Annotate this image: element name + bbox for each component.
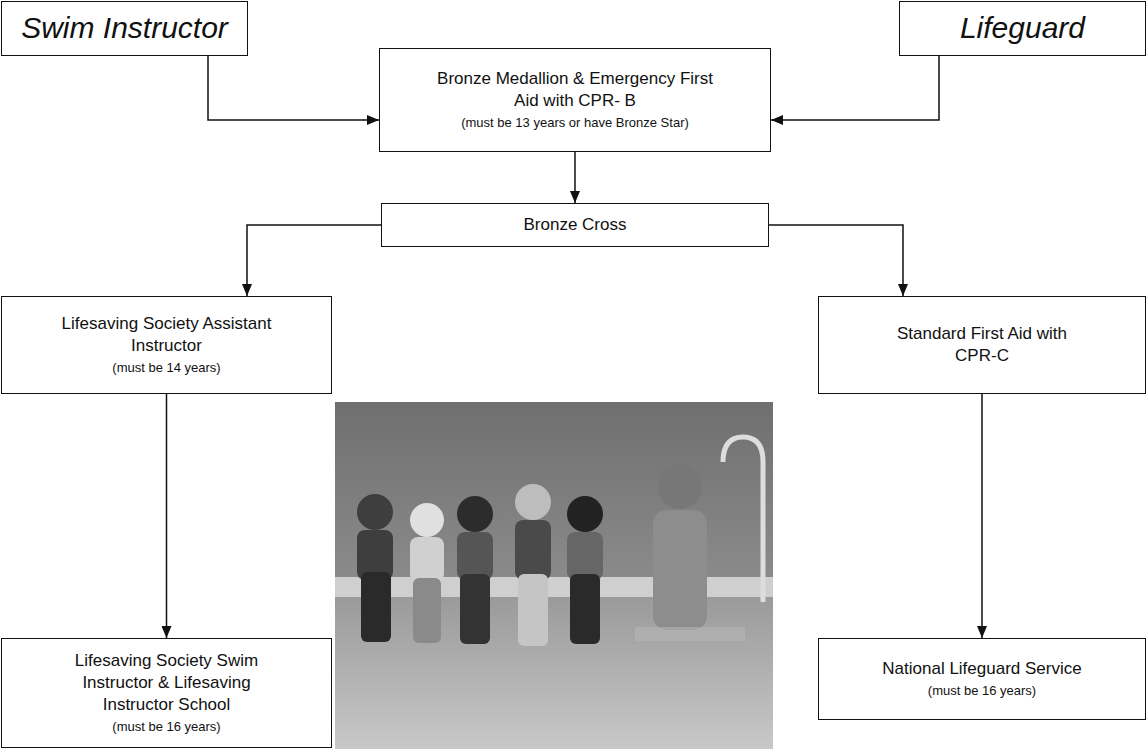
course-name: Bronze Medallion & Emergency First Aid w… (425, 68, 725, 112)
course-name: Lifesaving Society Assistant Instructor (57, 313, 277, 357)
age-requirement: (must be 16 years) (112, 719, 220, 736)
course-box: Lifesaving Society Swim Instructor & Lif… (1, 638, 332, 748)
age-requirement: (must be 13 years or have Bronze Star) (461, 115, 689, 132)
career-header: Lifeguard (899, 1, 1146, 56)
flow-arrow (166, 394, 168, 638)
age-requirement: (must be 16 years) (928, 683, 1036, 700)
pool-photo (335, 402, 773, 749)
flow-arrow (247, 225, 381, 296)
career-header: Swim Instructor (1, 1, 248, 56)
course-name: Lifeguard (960, 11, 1085, 46)
course-box: Lifesaving Society Assistant Instructor (… (1, 296, 332, 394)
flow-arrow (208, 56, 379, 120)
course-box: Standard First Aid with CPR-C (818, 296, 1146, 394)
course-name: Swim Instructor (21, 11, 228, 46)
course-name: Bronze Cross (524, 214, 627, 236)
flow-arrow (981, 394, 983, 638)
age-requirement: (must be 14 years) (112, 360, 220, 377)
course-name: National Lifeguard Service (882, 658, 1081, 680)
course-box: National Lifeguard Service (must be 16 ye… (818, 638, 1146, 720)
course-name: Standard First Aid with CPR-C (882, 323, 1082, 367)
flow-arrow (771, 56, 939, 120)
flow-arrow (574, 152, 576, 203)
course-box: Bronze Cross (381, 203, 769, 247)
flow-arrow (769, 225, 903, 296)
course-box: Bronze Medallion & Emergency First Aid w… (379, 48, 771, 152)
course-name: Lifesaving Society Swim Instructor & Lif… (47, 650, 287, 716)
